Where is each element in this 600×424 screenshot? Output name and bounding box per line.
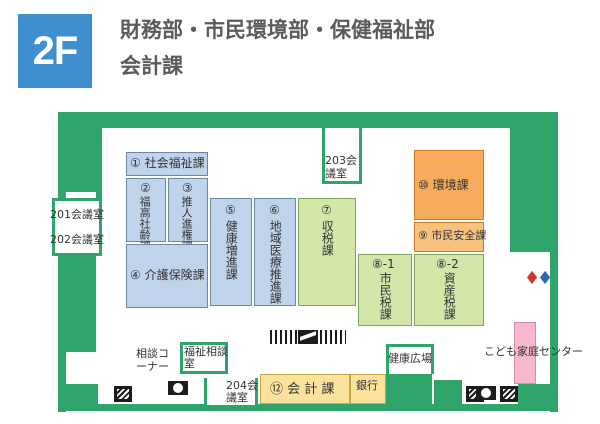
room-3-label: 推人進権課	[180, 196, 194, 251]
restroom-icon-2: ♦	[537, 268, 554, 289]
room-202-label: 202会議室	[50, 233, 104, 246]
room-4-label: ④ 介護保険課	[130, 268, 205, 282]
bank-area[interactable]	[350, 374, 386, 404]
emergency-exit-icon-left	[168, 381, 188, 395]
floor-departments-subtitle: 会計課	[120, 54, 183, 78]
room-3-num: ③	[182, 181, 193, 195]
room-201-202	[52, 198, 102, 256]
health-plaza[interactable]	[386, 344, 434, 374]
room-7-label: 収税課	[320, 220, 335, 256]
wall-right	[550, 112, 558, 412]
floor-badge: 2F	[18, 14, 92, 88]
room-204	[204, 378, 258, 408]
welfare-consult-label: 福祉相談室	[184, 345, 228, 371]
room-12[interactable]	[260, 374, 350, 404]
consult-corner-label: 相談コーナー	[136, 347, 169, 374]
bottom-block-mid2	[434, 380, 462, 408]
room-10[interactable]	[414, 150, 484, 220]
room-8-1-num: ⑧-1	[372, 257, 395, 271]
room-10-label: ⑩ 環境課	[418, 178, 469, 192]
room-2-num: ②	[140, 181, 151, 195]
health-plaza-label: 健康広場	[388, 352, 432, 365]
bank-label: 銀行	[356, 379, 378, 392]
floor-departments-title: 財務部・市民環境部・保健福祉部	[120, 18, 435, 42]
room-5-label: 健康増進課	[224, 220, 239, 280]
kids-center-area[interactable]	[514, 322, 536, 384]
room-5-num: ⑤	[225, 203, 236, 217]
room-1-label: ① 社会福祉課	[130, 156, 205, 170]
room-6[interactable]	[254, 198, 296, 306]
wall-left-block	[58, 256, 96, 352]
room-2-label: 福高社齢課	[138, 196, 152, 251]
room-6-label: 地域医療推進課	[268, 220, 283, 304]
room-201-label: 201会議室	[50, 208, 104, 221]
bottom-block-right	[518, 384, 558, 410]
room-8-2-label: 資産税課	[442, 272, 457, 320]
room-9[interactable]	[414, 222, 484, 252]
room-4[interactable]	[126, 244, 208, 308]
room-203-label: 203会議室	[325, 154, 357, 180]
inner-wall-left	[96, 128, 102, 224]
room-1[interactable]	[126, 152, 208, 176]
restroom-icon: ♦	[524, 268, 541, 289]
emergency-exit-icon-right	[476, 386, 496, 400]
room-6-num: ⑥	[269, 203, 280, 217]
room-203	[322, 128, 362, 184]
stairs-icon-left	[114, 386, 132, 402]
room-5[interactable]	[210, 198, 252, 306]
room-8-1[interactable]	[358, 254, 412, 326]
wall-bottom	[58, 404, 558, 411]
room-3[interactable]	[168, 178, 208, 242]
room-8-2[interactable]	[414, 254, 484, 326]
room-7[interactable]	[298, 198, 356, 306]
bottom-block-left	[58, 384, 98, 410]
room-8-2-num: ⑧-2	[436, 257, 459, 271]
bottom-block-mid	[386, 374, 432, 408]
room-9-label: ⑨ 市民安全課	[418, 229, 487, 242]
wall-top	[58, 112, 558, 128]
room-7-num: ⑦	[321, 203, 332, 217]
welfare-consult-room[interactable]	[180, 342, 228, 374]
room-8-1-label: 市民税課	[378, 272, 393, 320]
room-204-label: 204会議室	[226, 379, 258, 405]
kids-center-label: こども家庭センター	[484, 345, 583, 358]
room-2[interactable]	[126, 178, 166, 242]
stairs-icon-right-2	[500, 386, 518, 402]
escalator-icon	[298, 330, 318, 344]
room-12-label: ⑫ 会 計 課	[270, 382, 335, 397]
